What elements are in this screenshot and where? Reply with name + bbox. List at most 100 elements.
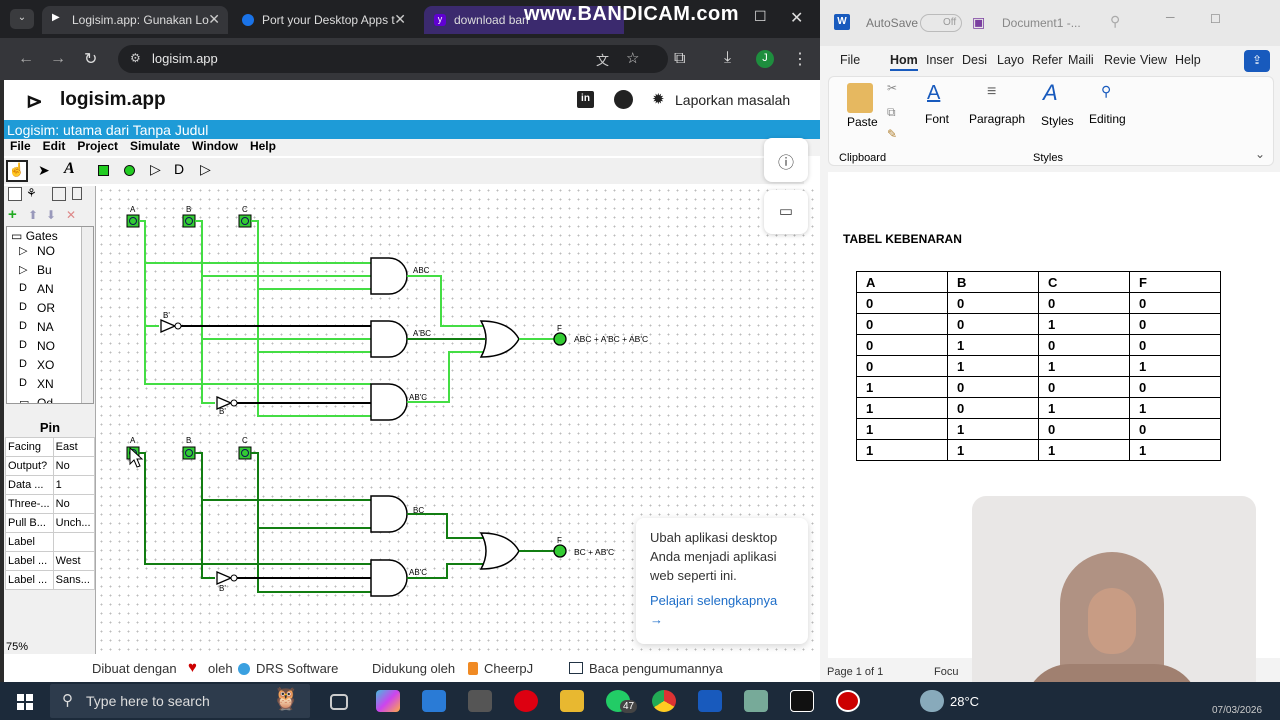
close-icon[interactable]: ✕ [394, 11, 406, 27]
paste-label[interactable]: Paste [847, 115, 878, 129]
address-bar[interactable]: ⚙ logisim.app 文 ☆ [118, 45, 668, 73]
focus-mode[interactable]: Focu [934, 666, 959, 678]
translate-icon[interactable]: 文 [596, 53, 610, 68]
github-icon[interactable] [614, 90, 633, 109]
poke-tool-icon[interactable]: ☝ [6, 160, 28, 182]
property-value[interactable]: Unch... [52, 513, 96, 533]
report-issue-link[interactable]: Laporkan masalah [675, 92, 791, 108]
select-tool-icon[interactable]: ➤ [38, 162, 50, 178]
property-row[interactable]: Pull B...Unch... [5, 513, 96, 533]
back-icon[interactable]: ← [18, 50, 34, 67]
zoom-level[interactable]: 75% [6, 641, 29, 653]
announcement-link[interactable]: Baca pengumumannya [589, 661, 723, 676]
property-row[interactable]: Label ...West [5, 551, 96, 571]
word-tab[interactable]: Desi [962, 53, 988, 67]
menu-simulate[interactable]: Simulate [130, 139, 181, 153]
menu-window[interactable]: Window [192, 139, 238, 153]
property-row[interactable]: Label [5, 532, 96, 552]
forward-icon[interactable]: → [50, 50, 66, 67]
maximize-icon[interactable]: ☐ [1210, 12, 1221, 26]
input-pin-icon[interactable] [98, 165, 109, 176]
info-button[interactable]: ⓘ [764, 138, 808, 182]
delete-circuit-icon[interactable]: ✕ [66, 208, 77, 222]
edit-layout-icon[interactable] [8, 187, 22, 201]
file-explorer-icon[interactable] [560, 690, 584, 712]
windows-start-icon[interactable] [17, 694, 33, 710]
close-icon[interactable]: ✕ [208, 11, 220, 27]
tree-folder-gates[interactable]: ▭ Gates [11, 229, 58, 243]
tab-download[interactable]: y download ban [424, 6, 624, 34]
and-gate-icon[interactable]: D [174, 161, 185, 177]
tab-search-button[interactable]: ⌄ [10, 9, 34, 29]
minimize-icon[interactable]: ─ [1166, 10, 1175, 24]
download-icon[interactable]: ⤓ [724, 49, 732, 66]
appearance-icon[interactable] [52, 187, 66, 201]
property-value[interactable]: Sans... [52, 570, 96, 590]
cheerpj-link[interactable]: CheerpJ [484, 661, 534, 676]
paragraph-icon[interactable]: ≡ [987, 83, 997, 100]
extensions-icon[interactable]: ⧉ [674, 50, 686, 67]
tree-item[interactable]: ▷NO [19, 244, 55, 258]
camera-icon[interactable] [468, 690, 492, 712]
share-button[interactable]: ⇪ [1244, 50, 1270, 72]
learn-more-link[interactable]: Pelajari selengkapnya→ [650, 593, 778, 627]
move-up-icon[interactable]: ⬆ [28, 208, 39, 222]
property-value[interactable]: No [52, 456, 96, 476]
editing-icon[interactable]: ⚲ [1101, 83, 1112, 99]
autosave-toggle[interactable]: Off [920, 14, 962, 32]
word-tab[interactable]: Maili [1068, 53, 1094, 67]
output-pin-icon[interactable] [124, 165, 135, 176]
store-icon[interactable] [422, 690, 446, 712]
paragraph-label[interactable]: Paragraph [969, 112, 1026, 126]
bookmark-star-icon[interactable]: ☆ [626, 50, 640, 67]
word-tab[interactable]: View [1140, 53, 1167, 67]
window-maximize-icon[interactable]: ☐ [754, 8, 767, 24]
window-close-icon[interactable]: ✕ [790, 10, 804, 27]
property-row[interactable]: Output?No [5, 456, 96, 476]
taskbar-search[interactable]: ⚲ Type here to search 🦉 [50, 684, 310, 718]
profile-avatar[interactable]: J [756, 50, 774, 68]
tree-item[interactable]: ▷Bu [19, 263, 52, 277]
styles-label[interactable]: Styles [1041, 114, 1074, 128]
capcut-icon[interactable] [790, 690, 814, 712]
menu-edit[interactable]: Edit [42, 139, 66, 153]
simulate-tree-icon[interactable]: ⚘ [26, 186, 37, 200]
menu-project[interactable]: Project [77, 139, 119, 153]
drs-link[interactable]: DRS Software [256, 661, 339, 676]
tab-logisim[interactable]: ▶ Logisim.app: Gunakan Lo ✕ [42, 6, 228, 34]
bandicam-icon[interactable] [836, 690, 860, 712]
property-value[interactable]: 1 [52, 475, 96, 495]
reload-icon[interactable]: ↻ [84, 51, 98, 68]
or-gate-icon[interactable]: ▷ [200, 161, 211, 177]
tree-item[interactable]: ▭Od [7, 395, 93, 403]
not-gate-icon[interactable]: ▷ [150, 161, 161, 177]
format-painter-icon[interactable]: ✎ [887, 127, 898, 141]
cut-icon[interactable]: ✂ [887, 81, 898, 95]
chrome-icon[interactable] [652, 690, 676, 712]
save-icon[interactable]: ▣ [972, 14, 986, 30]
word-tab[interactable]: Help [1175, 53, 1201, 67]
collapse-ribbon-icon[interactable]: ⌄ [1255, 147, 1266, 161]
move-down-icon[interactable]: ⬇ [46, 208, 57, 222]
font-label[interactable]: Font [925, 112, 950, 126]
word-tab[interactable]: File [840, 53, 861, 67]
property-row[interactable]: Data ...1 [5, 475, 96, 495]
property-row[interactable]: Label ...Sans... [5, 570, 96, 590]
property-value[interactable]: West [52, 551, 96, 571]
word-tab[interactable]: Hom [890, 53, 918, 71]
menu-help[interactable]: Help [249, 139, 276, 153]
opera-icon[interactable] [514, 690, 538, 712]
menu-file[interactable]: File [10, 139, 31, 153]
tree-scrollbar[interactable] [81, 227, 93, 403]
text-tool-icon[interactable]: A [64, 160, 75, 177]
tab-port-apps[interactable]: Port your Desktop Apps t ✕ [232, 6, 414, 34]
paint-icon[interactable] [744, 690, 768, 712]
